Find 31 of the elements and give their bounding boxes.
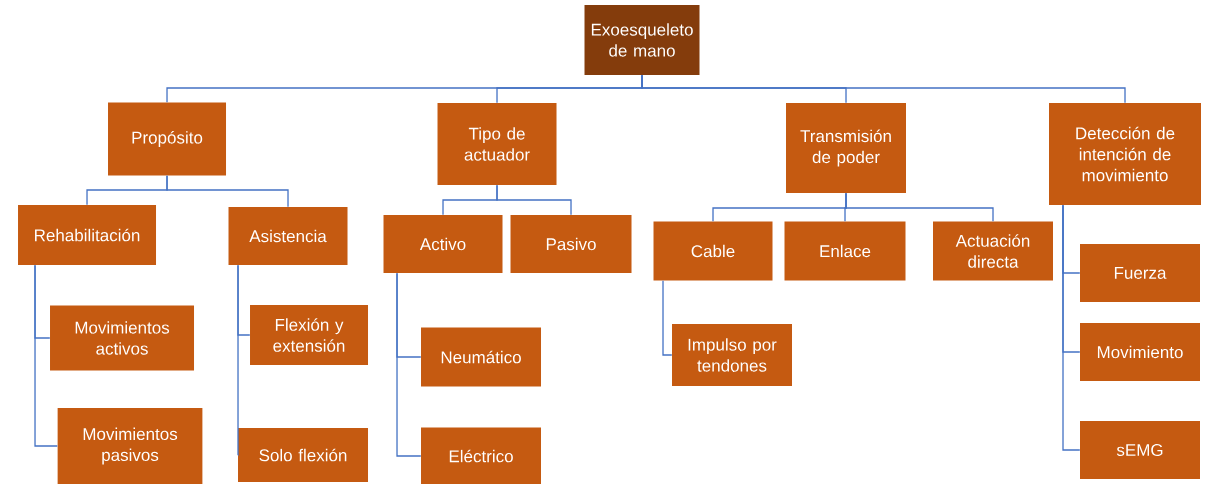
category-box: Propósito <box>108 102 226 176</box>
category-box: Transmisión de poder <box>786 103 906 193</box>
connector-line <box>396 272 422 457</box>
category-box: sEMG <box>1080 421 1200 479</box>
category-box: Actuación directa <box>933 221 1053 281</box>
connector-line <box>662 280 673 356</box>
connector-line <box>1062 204 1081 451</box>
category-box: Detección de intención de movimiento <box>1049 103 1201 205</box>
connector-line <box>166 175 289 208</box>
connector-line <box>641 74 1126 104</box>
category-box: Fuerza <box>1080 244 1200 302</box>
category-box: Cable <box>653 221 773 281</box>
category-box: Eléctrico <box>421 427 541 484</box>
category-box: Movimiento <box>1080 323 1200 381</box>
connector-line <box>496 184 572 216</box>
category-box: Enlace <box>784 221 906 281</box>
category-box: Pasivo <box>510 215 632 273</box>
connector-line <box>237 264 239 456</box>
category-box: Impulso por tendones <box>672 324 792 386</box>
category-box: Flexión y extensión <box>250 305 368 365</box>
category-box: Exoesqueleto de mano <box>584 5 700 75</box>
connector-line <box>34 264 58 447</box>
category-box: Neumático <box>421 327 541 387</box>
connector-line <box>845 192 994 222</box>
category-box: Tipo de actuador <box>437 103 557 185</box>
category-box: Rehabilitación <box>18 205 156 265</box>
category-box: Movimientos activos <box>50 305 194 371</box>
category-box: Movimientos pasivos <box>57 408 203 484</box>
category-box: Asistencia <box>228 207 348 265</box>
category-box: Activo <box>383 215 503 273</box>
category-box: Solo flexión <box>238 428 368 482</box>
